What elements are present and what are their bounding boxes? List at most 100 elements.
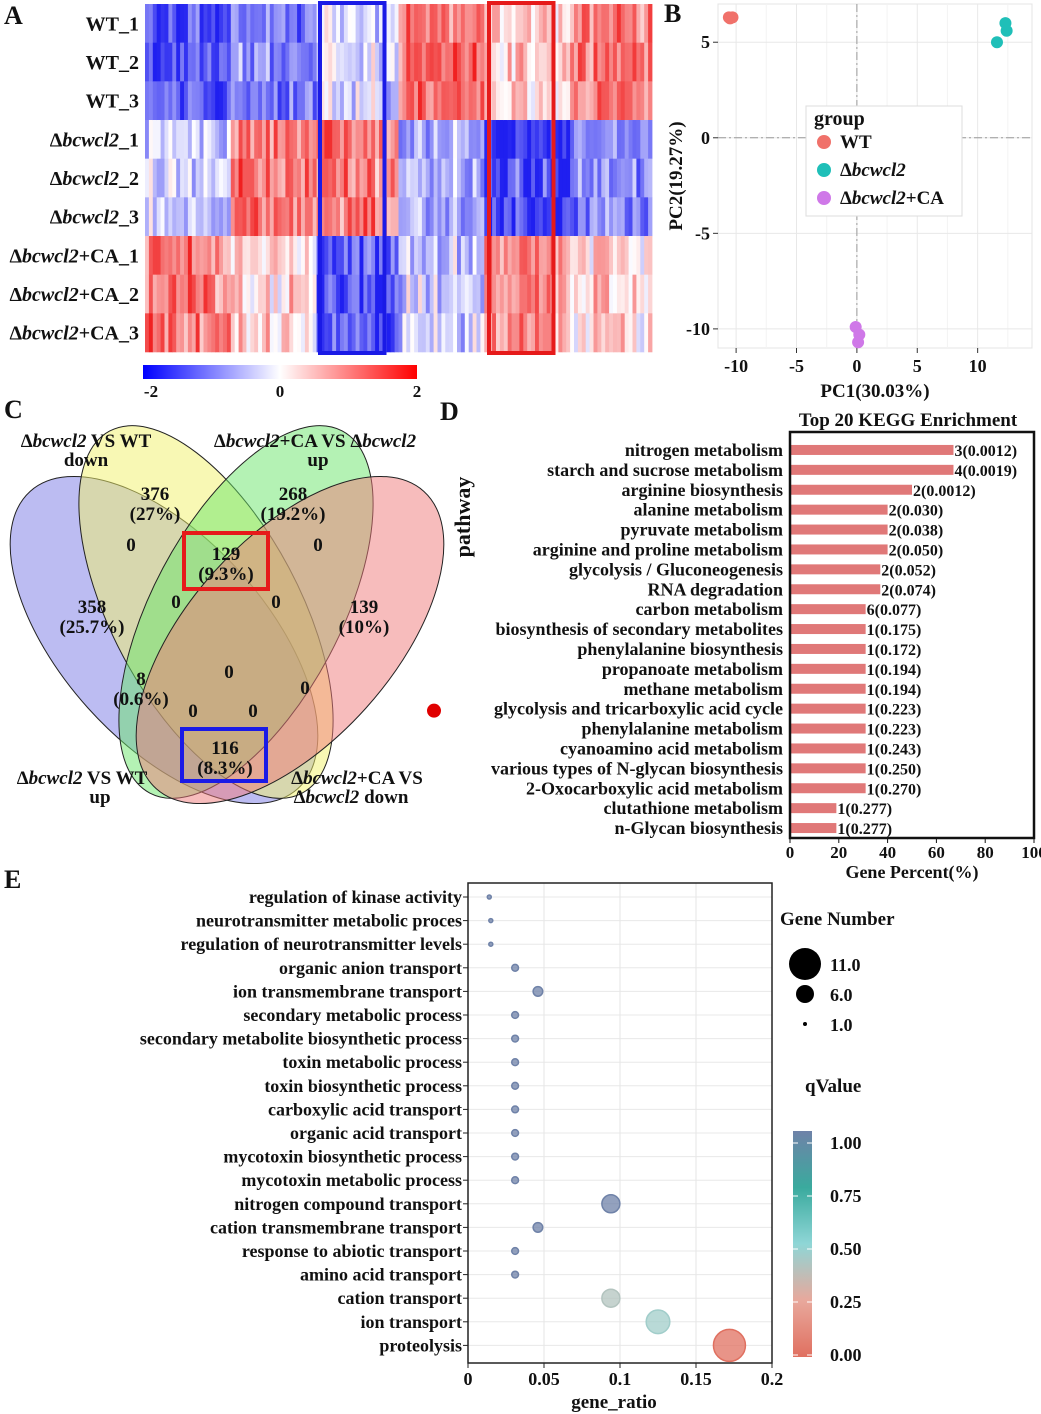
heatmap-cell (172, 197, 177, 237)
kegg-bar-label: 2(0.038) (889, 523, 944, 540)
heatmap-cell (449, 120, 454, 159)
heatmap-cell (410, 236, 415, 275)
heatmap-cell (308, 197, 314, 237)
go-bubble (510, 1128, 520, 1138)
heatmap-cell (390, 81, 395, 121)
heatmap-cell (320, 120, 325, 159)
heatmap-cell (226, 197, 232, 237)
heatmap-cell (273, 236, 278, 275)
heatmap-cell (437, 274, 442, 314)
heatmap-cell (301, 42, 306, 82)
heatmap-cell (480, 236, 485, 275)
heatmap-cell (371, 236, 376, 275)
heatmap-cell (577, 4, 583, 43)
heatmap-cell (457, 81, 462, 121)
heatmap-cell (187, 313, 193, 353)
heatmap-cell (285, 42, 290, 82)
heatmap-cell (184, 81, 189, 121)
heatmap-cell (176, 236, 181, 275)
heatmap-cell (542, 313, 548, 353)
go-bubble (510, 1105, 520, 1114)
heatmap-cell (246, 81, 251, 121)
heatmap-cell (503, 197, 509, 237)
heatmap-cell (449, 274, 454, 314)
heatmap-cell (195, 236, 200, 275)
heatmap-cell (574, 313, 579, 353)
heatmap-cell (398, 313, 403, 353)
heatmap-cell (519, 313, 524, 353)
heatmap-cell (523, 158, 528, 198)
heatmap-cell (184, 120, 189, 159)
heatmap-cell (613, 158, 618, 198)
heatmap-cell (566, 197, 571, 237)
heatmap-cell (566, 120, 571, 159)
heatmap-cell (570, 81, 575, 121)
heatmap-cell (609, 4, 614, 43)
heatmap-cell (367, 274, 372, 314)
heatmap-cell (246, 4, 251, 43)
heatmap-cell (503, 81, 509, 121)
heatmap-cell (538, 42, 544, 82)
go-bubble (488, 941, 494, 947)
heatmap-cell (351, 274, 356, 314)
heatmap-cell (605, 4, 610, 43)
heatmap-cell (472, 4, 477, 43)
heatmap-cell (628, 4, 633, 43)
heatmap-cell (234, 236, 239, 275)
heatmap-cell (324, 42, 329, 82)
heatmap-cell (538, 120, 544, 159)
kegg-bar (790, 803, 837, 814)
heatmap-cell (211, 197, 216, 237)
go-category-label: secondary metabolite biosynthetic proces… (140, 1029, 462, 1049)
heatmap-cell (234, 81, 239, 121)
heatmap-cell (644, 120, 649, 159)
heatmap-cell (273, 274, 278, 314)
heatmap-cell (297, 120, 302, 159)
heatmap-cell (593, 42, 598, 82)
heatmap-cell (359, 42, 364, 82)
heatmap-cell (648, 120, 653, 159)
heatmap-cell (585, 236, 590, 275)
heatmap-cell (632, 158, 637, 198)
heatmap-cell (285, 81, 290, 121)
heatmap-cell (340, 81, 345, 121)
heatmap-cell (511, 158, 516, 198)
heatmap-cell (616, 158, 622, 198)
pca-x-tick-label: 0 (852, 356, 861, 376)
heatmap-cell (460, 274, 466, 314)
heatmap-cell (375, 236, 380, 275)
heatmap-cell (324, 274, 329, 314)
heatmap-cell (363, 158, 368, 198)
go-category-label: cation transmembrane transport (210, 1217, 462, 1237)
heatmap-cell (418, 81, 423, 121)
heatmap-cell (234, 120, 239, 159)
heatmap-cell (581, 42, 587, 82)
heatmap-cell (289, 120, 294, 159)
heatmap-cell (542, 4, 548, 43)
heatmap-cell (320, 236, 325, 275)
kegg-x-tick-label: 80 (977, 843, 994, 862)
heatmap-cell (301, 274, 306, 314)
heatmap-cell (453, 120, 458, 159)
heatmap-cell (234, 313, 239, 353)
heatmap-cell (367, 313, 372, 353)
heatmap-cell (484, 313, 489, 353)
heatmap-cell (620, 81, 626, 121)
venn-panel: 376(27%)268(19.2%)358(25.7%)139(10%)129(… (9, 425, 445, 808)
venn-set-label: Δbcwcl2+CA VS Δbcwcl2 (214, 431, 417, 452)
heatmap-cell (343, 197, 349, 237)
heatmap-cell (293, 197, 298, 237)
heatmap-cell (472, 274, 477, 314)
heatmap-cell (184, 274, 189, 314)
heatmap-cell (203, 313, 208, 353)
go-bubble (486, 894, 493, 900)
heatmap-cell (293, 158, 298, 198)
heatmap-cell (180, 197, 185, 237)
heatmap-cell (371, 42, 376, 82)
kegg-bar (790, 464, 954, 475)
heatmap-cell (613, 274, 618, 314)
heatmap-cell (172, 313, 177, 353)
heatmap-cell (609, 236, 614, 275)
heatmap-cell (620, 42, 626, 82)
heatmap-cell (371, 274, 376, 314)
